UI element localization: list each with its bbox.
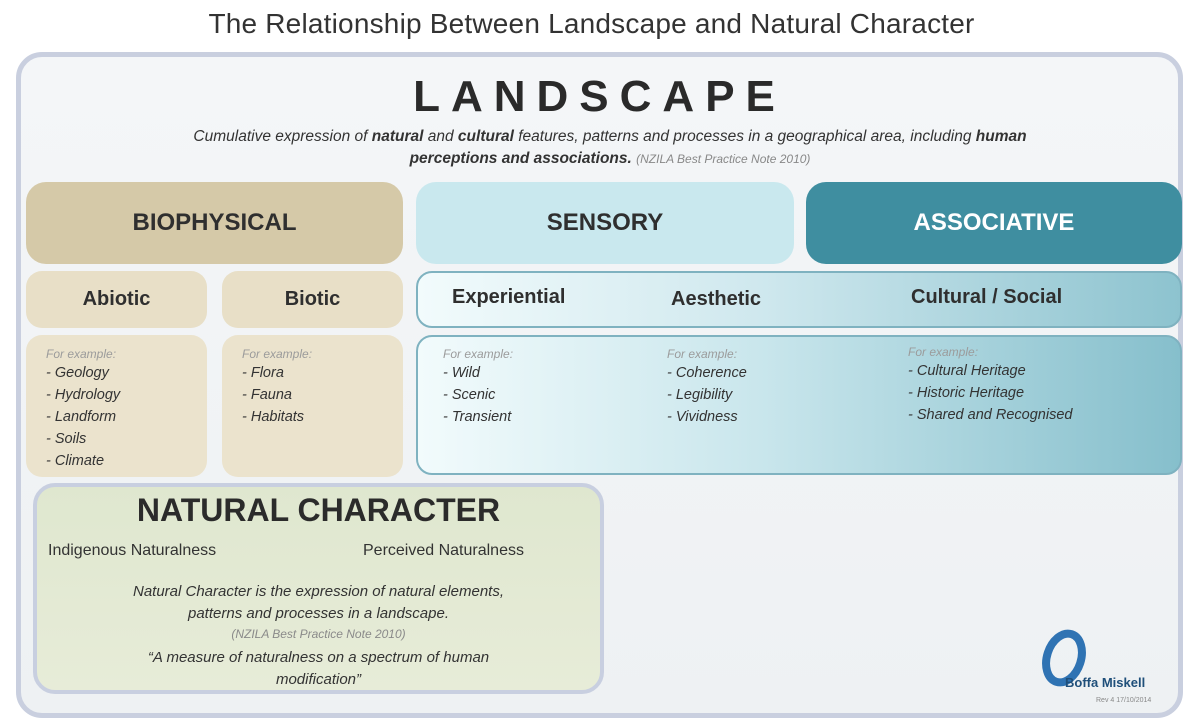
def-citation: (NZILA Best Practice Note 2010) [636,152,811,166]
list-item: - Fauna [242,387,292,403]
sensory-associative-examples-box [416,335,1182,475]
abiotic-examples: For example: - Geology - Hydrology - Lan… [46,347,120,472]
def-part-2: and [423,128,458,145]
nc-def-line-2: patterns and processes in a landscape. [188,605,449,622]
boffa-miskell-logo-icon [1042,629,1086,687]
abiotic-example-label: For example: [46,347,117,361]
biophysical-label: BIOPHYSICAL [132,209,297,236]
biotic-label: Biotic [284,288,341,310]
list-item: - Flora [242,365,284,381]
biophysical-header: BIOPHYSICAL [26,182,403,264]
natural-character-citation: (NZILA Best Practice Note 2010) [231,627,406,641]
list-item: - Legibility [667,387,733,403]
cultural-social-example-label: For example: [908,345,979,359]
natural-character-box [33,483,604,694]
list-item: - Wild [443,365,480,381]
biotic-examples-box [222,335,403,477]
nc-quote-line-1: “A measure of naturalness on a spectrum … [147,649,490,666]
landscape-definition: Cumulative expression of natural and cul… [60,126,1160,170]
def-part-4: perceptions and associations. [409,150,632,167]
logo-revision: Rev 4 17/10/2014 [1096,697,1152,704]
perceived-naturalness-label: Perceived Naturalness [363,542,524,559]
list-item: - Landform [46,409,117,425]
list-item: - Vividness [667,409,738,425]
sensory-associative-subheader [416,271,1182,328]
def-part-3: features, patterns and processes in a ge… [513,128,976,145]
nc-quote-line-2: modification” [275,671,362,688]
cultural-social-examples: For example: - Cultural Heritage - Histo… [908,345,1072,426]
list-item: - Soils [46,431,87,447]
list-item: - Hydrology [46,387,121,403]
associative-header: ASSOCIATIVE [806,182,1182,264]
def-cultural: cultural [457,128,514,145]
biotic-header: Biotic [222,271,403,328]
aesthetic-examples: For example: - Coherence - Legibility - … [667,347,747,428]
list-item: - Cultural Heritage [908,363,1026,379]
sensory-label: SENSORY [546,209,664,236]
biotic-example-label: For example: [242,347,313,361]
abiotic-examples-box [26,335,207,477]
cultural-social-label: Cultural / Social [911,286,1063,308]
list-item: - Habitats [242,409,305,425]
natural-character-quote: “A measure of naturalness on a spectrum … [60,647,577,691]
list-item: - Shared and Recognised [908,407,1073,423]
list-item: - Geology [46,365,109,381]
list-item: - Historic Heritage [908,385,1025,401]
nc-def-line-1: Natural Character is the expression of n… [132,583,504,600]
associative-label: ASSOCIATIVE [913,209,1075,236]
page-title: The Relationship Between Landscape and N… [208,8,975,39]
natural-character-heading: NATURAL CHARACTER [136,492,501,528]
experiential-label: Experiential [452,286,566,308]
abiotic-label: Abiotic [82,288,151,310]
def-part-1: Cumulative expression of [193,128,372,145]
abiotic-header: Abiotic [26,271,207,328]
list-item: - Scenic [443,387,496,403]
natural-character-definition: Natural Character is the expression of n… [33,581,604,625]
aesthetic-example-label: For example: [667,347,738,361]
experiential-examples: For example: - Wild - Scenic - Transient [443,347,513,428]
list-item: - Climate [46,453,105,469]
experiential-example-label: For example: [443,347,514,361]
list-item: - Coherence [667,365,747,381]
list-item: - Transient [443,409,512,425]
logo-name: Boffa Miskell [1065,675,1146,690]
def-human: human [975,128,1027,145]
indigenous-naturalness-label: Indigenous Naturalness [48,542,217,559]
biotic-examples: For example: - Flora - Fauna - Habitats [242,347,312,428]
aesthetic-label: Aesthetic [671,288,762,310]
def-natural: natural [371,128,424,145]
landscape-heading: LANDSCAPE [413,72,786,121]
sensory-header: SENSORY [416,182,794,264]
